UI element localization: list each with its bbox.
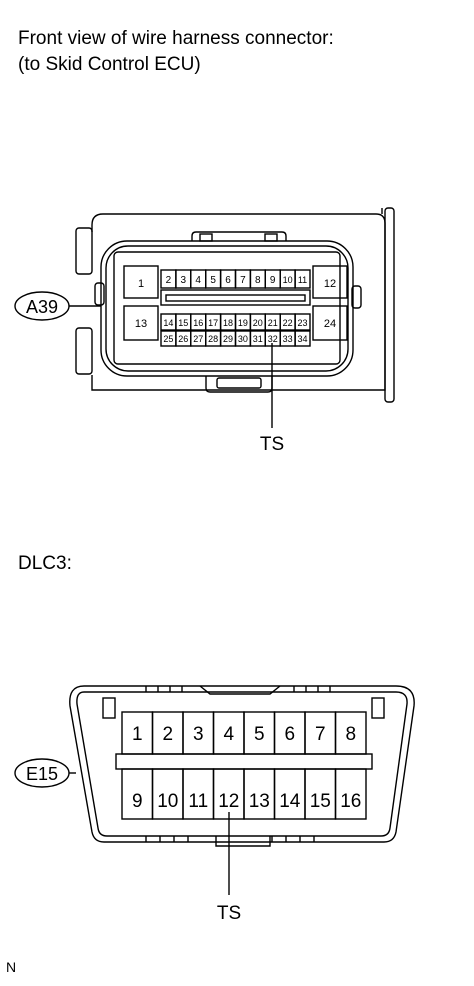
ecu-terminal-1: 1 <box>138 278 144 290</box>
dlc3-housing-inner <box>76 691 408 837</box>
ecu-terminal-2: 2 <box>166 275 172 286</box>
ecu-terminal-12: 12 <box>324 278 336 290</box>
ecu-terminal-24-cell <box>312 305 348 341</box>
footer-mark: N <box>6 959 17 975</box>
ecu-connector-code: A39 <box>26 297 58 317</box>
ecu-terminal-1-cell <box>123 265 159 299</box>
dlc3-pin-2: 2 <box>163 724 174 745</box>
ecu-terminal-13: 13 <box>135 318 147 330</box>
ecu-terminal-11: 11 <box>298 275 307 285</box>
dlc3-pin-4: 4 <box>224 724 235 745</box>
ecu-terminal-27: 27 <box>193 334 203 344</box>
ecu-terminal-28: 28 <box>208 334 218 344</box>
ecu-mating-face-inner <box>105 245 349 372</box>
dlc3-pin-5: 5 <box>254 724 265 745</box>
ecu-terminal-8: 8 <box>255 275 261 286</box>
ecu-key-strip-inner <box>165 294 306 302</box>
ecu-terminal-12-cell <box>312 265 348 299</box>
dlc3-pin-7: 7 <box>315 724 326 745</box>
ecu-top-notch <box>191 231 287 241</box>
dlc3-bottom-ribs <box>145 836 315 842</box>
ecu-mating-face-outer <box>100 240 354 377</box>
ecu-flange-top-left <box>75 227 93 275</box>
ecu-terminal-21: 21 <box>268 318 278 328</box>
ecu-terminal-17: 17 <box>208 318 218 328</box>
ecu-clip-left <box>94 282 105 306</box>
ecu-row-1: 2 3 4 5 6 7 8 9 10 11 <box>160 269 311 289</box>
ecu-terminal-31: 31 <box>253 334 263 344</box>
dlc3-pin-13: 13 <box>249 791 270 812</box>
ecu-terminal-32: 32 <box>268 334 278 344</box>
ecu-terminal-5: 5 <box>210 275 216 286</box>
ecu-row-3: 25 26 27 28 29 30 31 32 33 34 <box>160 330 311 347</box>
ecu-terminal-24: 24 <box>324 318 336 330</box>
ecu-terminal-4: 4 <box>195 275 201 286</box>
ecu-terminal-14: 14 <box>163 318 173 328</box>
ecu-top-notch-key-2 <box>264 233 278 242</box>
dlc3-row-2: 9 10 11 12 13 14 15 16 <box>121 768 367 820</box>
dlc3-pin-15: 15 <box>310 791 331 812</box>
ecu-flange-bottom-left <box>75 327 93 375</box>
ecu-top-notch-key-1 <box>199 233 213 242</box>
ecu-cell-23 <box>294 313 311 331</box>
dlc3-cell-16 <box>334 768 367 820</box>
ecu-row-2: 14 15 16 17 18 19 20 21 22 23 <box>160 313 311 331</box>
header-line-2: (to Skid Control ECU) <box>18 54 201 75</box>
dlc3-top-ribs <box>145 686 331 692</box>
ecu-terminal-19: 19 <box>238 318 248 328</box>
ecu-connector: 1 12 13 24 2 3 4 5 6 7 8 9 10 1 <box>14 207 395 455</box>
ecu-terminal-22: 22 <box>283 318 293 328</box>
dlc3-pin-12: 12 <box>218 791 239 812</box>
dlc3-connector-code: E15 <box>26 764 58 784</box>
header-line-1: Front view of wire harness connector: <box>18 28 334 49</box>
ecu-terminal-18: 18 <box>223 318 233 328</box>
ecu-terminal-10: 10 <box>283 275 293 285</box>
ecu-terminal-7: 7 <box>240 275 246 286</box>
ecu-terminal-30: 30 <box>238 334 248 344</box>
ecu-flange-right <box>384 207 395 403</box>
dlc3-top-notch <box>199 685 281 695</box>
ecu-terminal-29: 29 <box>223 334 233 344</box>
ecu-terminal-23: 23 <box>297 318 307 328</box>
ecu-terminal-block <box>113 251 341 365</box>
dlc3-guide-left <box>102 697 116 719</box>
dlc3-ts-label: TS <box>217 903 241 924</box>
ecu-terminal-34: 34 <box>297 334 307 344</box>
dlc3-connector: 1 2 3 4 5 6 7 8 9 10 11 12 13 14 <box>14 685 415 924</box>
ecu-ts-label: TS <box>260 434 284 455</box>
dlc3-pin-3: 3 <box>193 724 204 745</box>
ecu-terminal-13-cell <box>123 305 159 341</box>
ecu-terminal-20: 20 <box>253 318 263 328</box>
ecu-terminal-16: 16 <box>193 318 203 328</box>
dlc3-title: DLC3: <box>18 553 72 574</box>
ecu-terminal-25: 25 <box>163 334 173 344</box>
dlc3-pin-14: 14 <box>279 791 301 812</box>
ecu-terminal-26: 26 <box>178 334 188 344</box>
ecu-terminal-9: 9 <box>270 275 276 286</box>
dlc3-pin-9: 9 <box>132 791 143 812</box>
dlc3-pin-8: 8 <box>346 724 357 745</box>
ecu-cell-34 <box>294 330 311 347</box>
dlc3-pin-10: 10 <box>157 791 178 812</box>
dlc3-bottom-key <box>215 836 271 847</box>
ecu-terminal-3: 3 <box>181 275 187 286</box>
ecu-terminal-33: 33 <box>283 334 293 344</box>
dlc3-guide-right <box>371 697 385 719</box>
ecu-cell-11 <box>294 269 311 289</box>
dlc3-pin-16: 16 <box>340 791 361 812</box>
dlc3-housing <box>69 685 415 843</box>
dlc3-row-1: 1 2 3 4 5 6 7 8 <box>121 711 367 755</box>
ecu-bottom-tab-inner <box>216 377 262 389</box>
ecu-terminal-6: 6 <box>225 275 231 286</box>
dlc3-separator-bar <box>115 753 373 770</box>
ecu-clip-right <box>351 285 362 309</box>
ecu-terminal-15: 15 <box>178 318 188 328</box>
dlc3-pin-1: 1 <box>132 724 143 745</box>
dlc3-pin-6: 6 <box>285 724 296 745</box>
dlc3-pin-11: 11 <box>188 791 208 812</box>
ecu-key-strip <box>160 289 311 306</box>
